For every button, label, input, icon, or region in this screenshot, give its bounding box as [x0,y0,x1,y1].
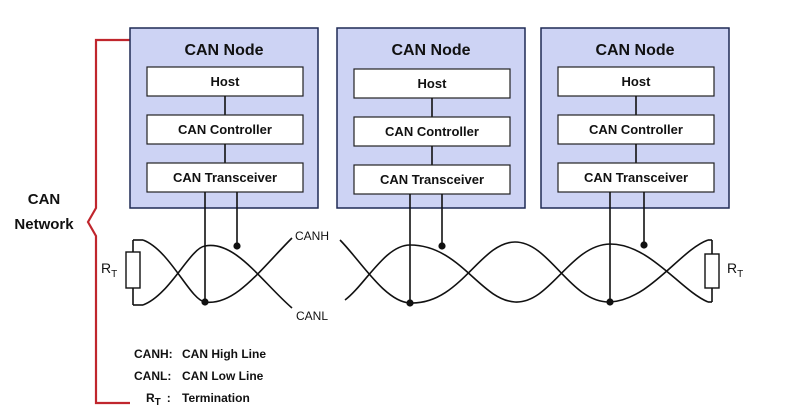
transceiver-label: CAN Transceiver [380,172,484,187]
canh-wire-left [142,237,293,303]
legend-rt-key: RT: [146,391,171,408]
junction-dots [201,241,648,307]
controller-label: CAN Controller [178,122,272,137]
canl-label: CANL [296,309,328,323]
legend-rt-desc: Termination [182,391,250,405]
transceiver-block [353,164,511,195]
legend-canh-desc: CAN High Line [182,347,266,361]
controller-label: CAN Controller [589,122,683,137]
resistor-left [125,251,141,289]
transceiver-label: CAN Transceiver [584,170,688,185]
can-node-3: CAN Node Host CAN Controller CAN Transce… [540,27,730,209]
host-block [557,66,715,97]
controller-label: CAN Controller [385,124,479,139]
network-label-line1: CAN [28,191,61,208]
rt-label-left: RT [101,260,117,280]
network-bracket [86,38,130,405]
termination-left: RT [101,239,143,306]
termination-right: RT [704,239,743,303]
host-label: Host [211,74,241,89]
host-block [146,66,304,97]
can-node-2: CAN Node Host CAN Controller CAN Transce… [336,27,526,209]
node-title: CAN Node [391,42,470,59]
transceiver-label: CAN Transceiver [173,170,277,185]
canl-wire-left [142,244,293,309]
transceiver-block [557,162,715,193]
host-label: Host [418,76,448,91]
node-drops [204,192,645,303]
canl-wire-main [344,243,709,303]
bus-segment-main [339,239,709,304]
node-title: CAN Node [595,42,674,59]
legend-canl-desc: CAN Low Line [182,369,264,383]
legend-canl-key: CANL: [134,369,171,383]
node-title: CAN Node [184,42,263,59]
host-label: Host [622,74,652,89]
bus-segment-left [142,237,293,309]
legend-canh-key: CANH: [134,347,173,361]
rt-label-right: RT [727,260,743,280]
network-label-line2: Network [14,216,74,233]
can-node-1: CAN Node Host CAN Controller CAN Transce… [129,27,319,209]
resistor-right [704,253,720,289]
controller-block [557,114,715,145]
legend: CANH: CAN High Line CANL: CAN Low Line R… [134,347,266,408]
canh-label: CANH [295,229,329,243]
canh-wire-main [339,239,709,304]
controller-block [353,116,511,147]
host-block [353,68,511,99]
transceiver-block [146,162,304,193]
